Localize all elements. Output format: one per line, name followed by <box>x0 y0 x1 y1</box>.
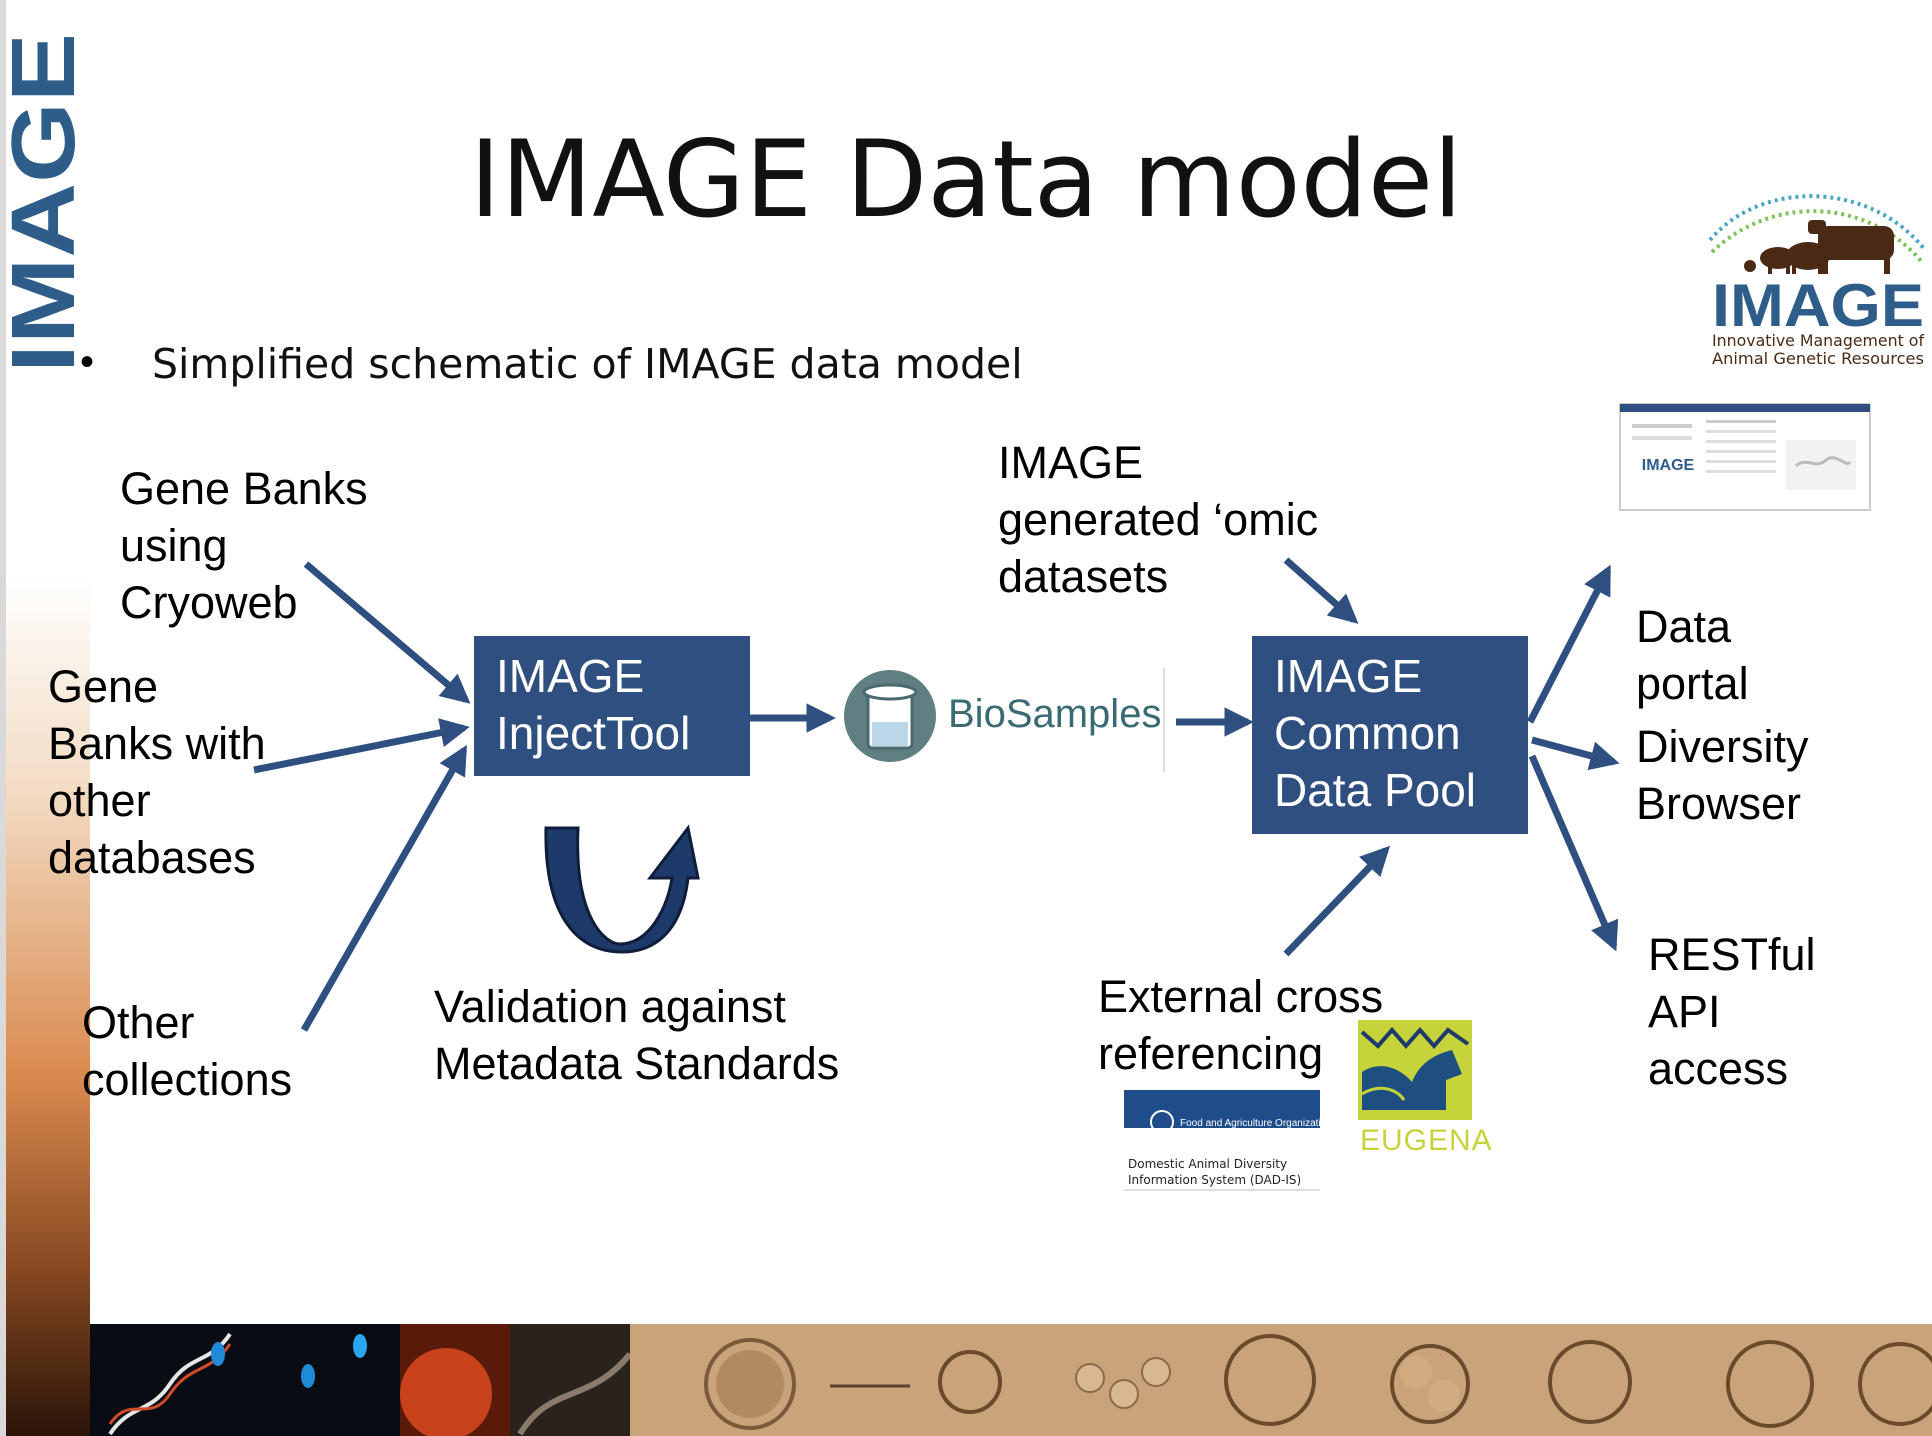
sidebar-gradient <box>0 0 90 1436</box>
logo-tagline-line2: Animal Genetic Resources <box>1712 349 1924 368</box>
bullet-dot: • <box>80 340 95 384</box>
data-portal-thumbnail: IMAGE <box>1619 403 1871 511</box>
logo-tagline-line1: Innovative Management of <box>1712 331 1924 350</box>
label-omic-datasets: IMAGE generated ‘omic datasets <box>998 437 1319 602</box>
arrow-pool-to-api <box>1528 754 1619 952</box>
arrow-omic-to-pool <box>1283 557 1359 624</box>
label-gene-banks-cryoweb: Gene Banks using Cryoweb <box>120 463 368 628</box>
label-diversity-browser: Diversity Browser <box>1636 721 1809 829</box>
arrow-pool-to-portal <box>1526 564 1612 724</box>
page-title: IMAGE Data model <box>469 118 1463 241</box>
fao-emblem-icon <box>1150 1110 1174 1134</box>
eugena-text: EUGENA <box>1360 1124 1493 1157</box>
biosamples-logo-icon <box>844 670 936 762</box>
eugena-logo <box>1358 1020 1472 1120</box>
label-external-cross: External cross referencing <box>1098 971 1384 1079</box>
biosamples-label: BioSamples <box>948 692 1162 736</box>
sidebar-edge <box>0 0 6 1436</box>
validation-loop-arrow <box>544 824 700 954</box>
common-data-pool-box: IMAGE Common Data Pool <box>1252 636 1528 834</box>
arrow-other-db-to-inject <box>253 718 470 774</box>
side-logo: IMAGE <box>6 33 90 373</box>
arrow-cryoweb-to-inject <box>303 561 471 704</box>
subtitle: Simplified schematic of IMAGE data model <box>152 340 1023 388</box>
side-logo-text: IMAGE <box>6 33 90 373</box>
logo-name: IMAGE <box>1712 272 1924 339</box>
fao-text: Food and Agriculture Organization <box>1180 1118 1332 1129</box>
image-project-logo: IMAGE Innovative Management of Animal Ge… <box>1708 194 1927 368</box>
label-restful-api: RESTful API access <box>1648 929 1816 1094</box>
label-validation: Validation against Metadata Standards <box>434 981 840 1089</box>
label-other-collections: Other collections <box>82 997 293 1105</box>
label-data-portal: Data portal <box>1636 601 1749 709</box>
label-gene-banks-other: Gene Banks with other databases <box>48 661 266 883</box>
arrow-external-to-pool <box>1283 845 1391 957</box>
thumbnail-logo-text: IMAGE <box>1642 457 1695 474</box>
arrow-collections-to-inject <box>300 744 468 1032</box>
arrow-pool-to-diversity <box>1531 736 1620 771</box>
animals-silhouette-icon <box>1744 220 1894 274</box>
bottom-image-strip <box>90 1324 1932 1436</box>
inject-tool-box: IMAGE InjectTool <box>474 636 750 776</box>
dadis-text: Domestic Animal Diversity Information Sy… <box>1128 1157 1302 1187</box>
